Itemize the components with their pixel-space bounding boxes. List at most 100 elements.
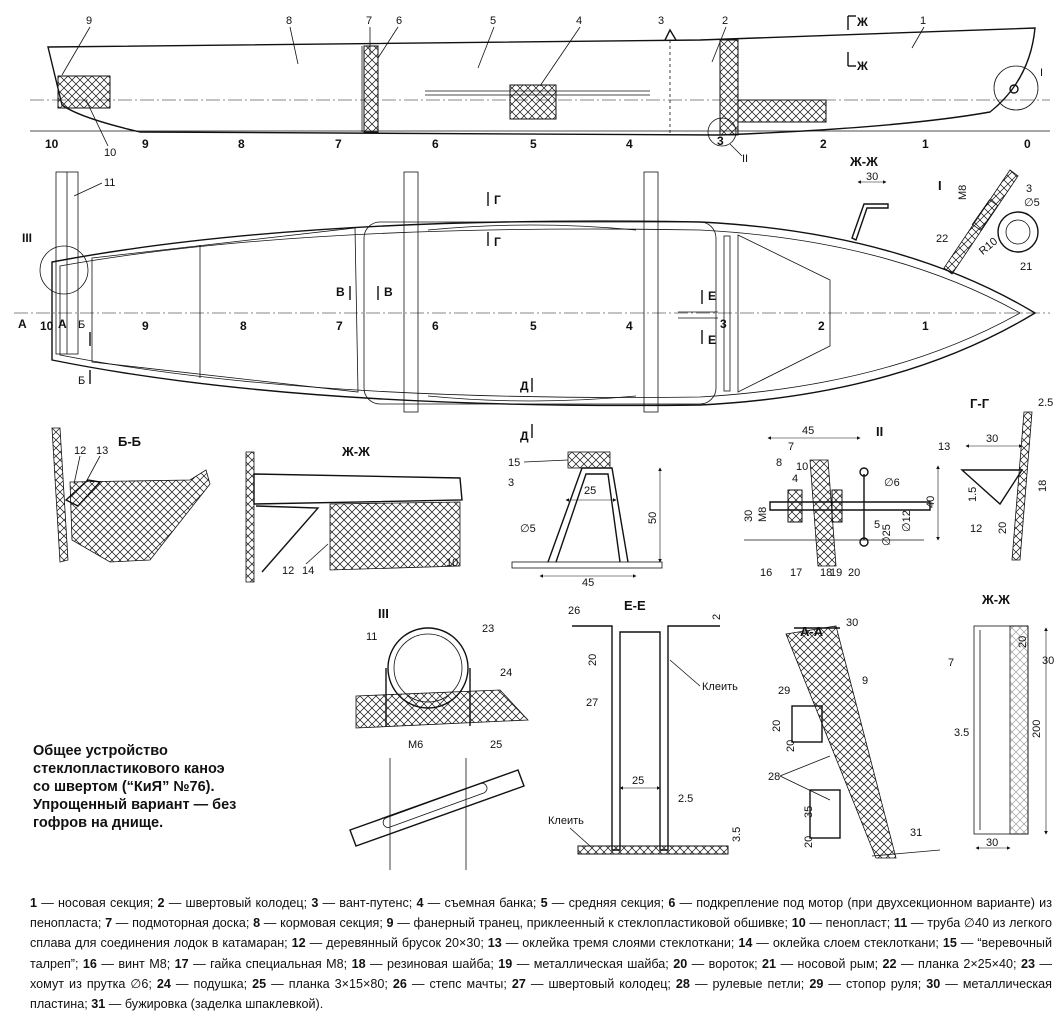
station-9: 9 — [142, 137, 149, 151]
legend-number: 31 — [91, 997, 106, 1012]
view-gg: Г-Г 2.5 30 13 1.5 20 18 12 — [938, 396, 1053, 561]
detail-I-3: 3 — [1026, 183, 1032, 195]
legend-text: — винт М8; — [96, 956, 175, 971]
callout-I: I — [1040, 67, 1043, 79]
legend-number: 6 — [668, 896, 676, 910]
detail-I-r10: R10 — [977, 236, 1000, 258]
callout-10: 10 — [104, 147, 116, 159]
station-8: 8 — [238, 137, 245, 151]
legend-number: 19 — [498, 956, 513, 971]
legend-number: 3 — [311, 896, 319, 910]
section-mark-e-bottom: Е — [708, 333, 716, 347]
II-40: 40 — [925, 496, 937, 508]
bb-13: 13 — [96, 445, 108, 457]
callout-5: 5 — [490, 15, 496, 27]
talrep-d5: ∅5 — [520, 523, 536, 535]
bb-12: 12 — [74, 445, 86, 457]
talrep-45: 45 — [582, 577, 594, 589]
plan-station-8: 8 — [240, 319, 247, 333]
legend-number: 30 — [926, 976, 941, 991]
side-view: 10 9 8 7 6 5 4 3 2 1 0 9 8 7 6 5 4 3 2 1… — [30, 15, 1050, 165]
legend-number: 8 — [253, 916, 261, 931]
aa-35: 35 — [803, 806, 815, 818]
detail-I-title: I — [938, 178, 942, 193]
ee-glue-top: Клеить — [702, 681, 738, 693]
gg-25: 2.5 — [1038, 397, 1053, 409]
aa-31: 31 — [910, 827, 922, 839]
ee-35: 3.5 — [731, 827, 743, 842]
caption-line: стеклопластикового каноэ — [33, 761, 225, 777]
detail-I-m8: М8 — [957, 185, 969, 200]
station-2: 2 — [820, 137, 827, 151]
legend-number: 21 — [762, 956, 777, 971]
legend-text: — металлическая шайба; — [512, 956, 674, 971]
aa-20a: 20 — [771, 720, 783, 732]
legend-text: — вант-путенс; — [318, 896, 417, 910]
legend-number: 5 — [540, 896, 548, 910]
legend-number: 24 — [156, 976, 171, 991]
talrep-50: 50 — [647, 512, 659, 524]
detail-I-d5: ∅5 — [1024, 197, 1040, 209]
III-11: 11 — [366, 631, 377, 643]
legend-text: — средняя секция; — [547, 896, 669, 910]
plan-station-7: 7 — [336, 319, 343, 333]
legend-number: 17 — [174, 956, 189, 971]
legend-text: — швертовый колодец; — [525, 976, 676, 991]
plan-callout-11: 11 — [104, 177, 115, 189]
legend-text: — кормовая секция; — [260, 916, 387, 931]
station-1: 1 — [922, 137, 929, 151]
callout-6: 6 — [396, 15, 402, 27]
detail-I-22: 22 — [936, 233, 948, 245]
ee-27: 27 — [586, 697, 598, 709]
section-mark-v-right: В — [384, 285, 393, 299]
legend-text: — оклейка тремя слоями стеклоткани; — [501, 936, 739, 951]
plan-station-4: 4 — [626, 319, 633, 333]
callout-3: 3 — [658, 15, 664, 27]
station-0: 0 — [1024, 137, 1031, 151]
view-zhzh-small-title: Ж-Ж — [849, 154, 878, 169]
legend-number: 23 — [1020, 956, 1035, 971]
legend-text: — планка 3×15×80; — [266, 976, 393, 991]
legend-number: 7 — [105, 916, 113, 931]
II-7: 7 — [788, 441, 794, 453]
view-zhzh-mid: Ж-Ж 12 14 10 — [245, 444, 463, 583]
caption-line: Упрощенный вариант — без — [33, 797, 237, 813]
legend-text: — подкрепление под мотор (при двухсекцио… — [30, 896, 1052, 931]
caption-line: гофров на днище. — [33, 815, 164, 831]
zhzh-small-dim: 30 — [866, 171, 878, 183]
legend-number: 1 — [30, 896, 38, 910]
legend-text: — стопор руля; — [823, 976, 927, 991]
section-mark-b-top: Б — [78, 319, 85, 331]
station-10: 10 — [45, 137, 59, 151]
station-5: 5 — [530, 137, 537, 151]
plan-station-9: 9 — [142, 319, 149, 333]
legend-number: 26 — [392, 976, 407, 991]
ee-2: 2 — [711, 614, 723, 620]
view-bb: Б-Б 12 13 — [51, 427, 211, 563]
gg-20: 20 — [997, 522, 1009, 534]
aa-28: 28 — [768, 771, 780, 783]
legend-number: 29 — [809, 976, 824, 991]
zhzh-b-20: 20 — [1017, 636, 1029, 648]
zhzh-b-30b: 30 — [986, 837, 998, 849]
II-19: 19 — [830, 567, 842, 579]
legend-text: — деревянный брусок 20×30; — [305, 936, 488, 951]
gg-15: 1.5 — [967, 487, 979, 502]
legend-text: — подушка; — [170, 976, 253, 991]
legend-text: — рулевые петли; — [689, 976, 810, 991]
station-6: 6 — [432, 137, 439, 151]
legend-text: — фанерный транец, приклеенный к стеклоп… — [393, 916, 792, 931]
legend-number: 27 — [511, 976, 526, 991]
plan-callout-III: III — [22, 231, 32, 245]
II-4: 4 — [792, 473, 798, 485]
talrep-3: 3 — [508, 477, 514, 489]
III-25: 25 — [490, 739, 502, 751]
ee-glue-bottom: Клеить — [548, 815, 584, 827]
gg-13: 13 — [938, 441, 950, 453]
aa-30: 30 — [846, 617, 858, 629]
aa-20b: 20 — [785, 740, 797, 752]
aa-29: 29 — [778, 685, 790, 697]
zhzh-b-200: 200 — [1031, 720, 1043, 738]
section-mark-a-left: А — [18, 317, 27, 331]
legend-number: 25 — [252, 976, 267, 991]
